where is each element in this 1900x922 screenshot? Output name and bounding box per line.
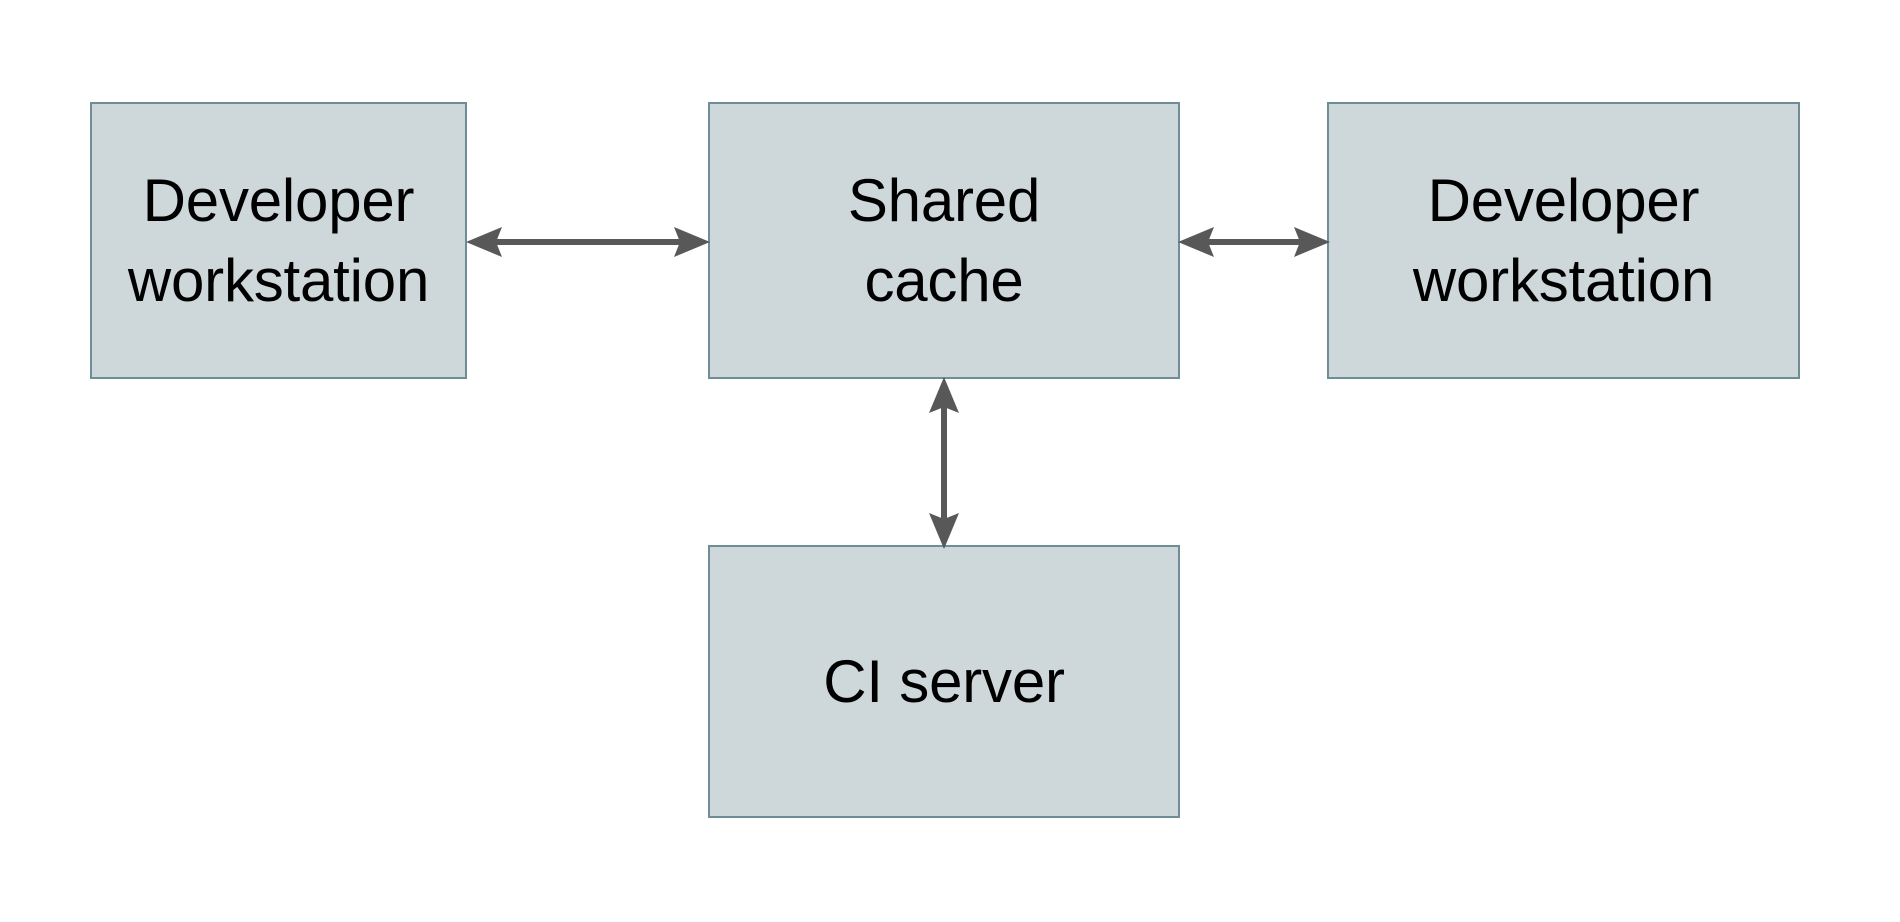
double-arrow-icon (929, 377, 959, 549)
double-arrow-icon (1178, 227, 1330, 257)
node-label: Developer workstation (1412, 167, 1715, 314)
edge-developer-left-to-shared-cache[interactable] (462, 216, 714, 268)
node-ci-server[interactable]: CI server (708, 545, 1180, 818)
node-developer-workstation-right[interactable]: Developer workstation (1327, 102, 1800, 379)
double-arrow-icon (466, 227, 710, 257)
edge-shared-cache-to-developer-right[interactable] (1174, 216, 1334, 268)
node-label: Developer workstation (127, 167, 430, 314)
node-shared-cache[interactable]: Shared cache (708, 102, 1180, 379)
edge-shared-cache-to-ci-server[interactable] (918, 373, 970, 553)
node-label: Shared cache (847, 167, 1041, 314)
node-label: CI server (823, 647, 1065, 715)
node-developer-workstation-left[interactable]: Developer workstation (90, 102, 467, 379)
